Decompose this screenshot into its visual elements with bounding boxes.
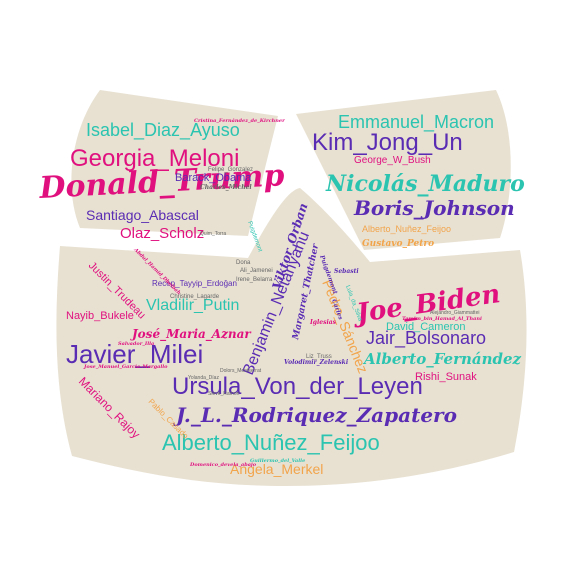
word-46: Guillermo_del_Valle	[250, 458, 305, 464]
shape-right-wing	[296, 90, 511, 250]
word-12: Nicolás_Maduro	[325, 171, 525, 197]
word-26: Rishi_Sunak	[415, 371, 477, 383]
word-52: Quim_Torra	[200, 231, 226, 237]
word-45: Sleve_Ramon	[208, 391, 240, 397]
word-23: Jair_Bolsonaro	[366, 328, 486, 349]
word-41: Salvador_Illa	[118, 341, 154, 347]
word-53: Sebasti	[334, 268, 359, 275]
word-28: Nayib_Bukele	[66, 310, 134, 322]
word-36: Volodimir_Zelenski	[284, 359, 349, 366]
word-39: Ali_Jamenei	[240, 268, 273, 274]
word-27: José_Maria_Aznar	[130, 327, 252, 342]
word-47: Domenico_devela_abajo	[189, 462, 257, 468]
word-2: Isabel_Diaz_Ayuso	[86, 120, 240, 141]
word-24: Alberto_Fernández	[362, 350, 522, 368]
word-5: Barack_Obama	[175, 172, 252, 184]
word-9: Emmanuel_Macron	[338, 112, 494, 133]
word-37: Christine_Lagarde	[170, 294, 220, 300]
shape-bottom	[56, 188, 527, 486]
word-25: David_Cameron	[386, 321, 465, 333]
word-4: Olaz_Scholz	[120, 225, 204, 242]
word-6: Felipe_Gonzalez	[208, 167, 253, 173]
word-1: Georgia_Meloni	[70, 145, 239, 172]
word-49: Alejandro_Giammattei	[430, 310, 479, 316]
word-7: Charles_Michel	[200, 184, 252, 191]
word-3: Santiago_Abascal	[86, 207, 199, 223]
word-14: Alberto_Nuñez_Feijoo	[362, 224, 451, 234]
word-21: Alberto_Nuñez_Feijoo	[162, 430, 380, 455]
word-51: Dona	[236, 260, 251, 266]
word-42: Jose_Manuel_Garcia-Margallo	[83, 364, 168, 370]
word-11: George_W_Bush	[354, 155, 431, 166]
word-38: Liz_Truss	[306, 354, 332, 360]
word-22: Angela_Merkel	[230, 461, 323, 477]
word-30: Recep_Tayyip_Erdoğan	[152, 279, 237, 288]
word-43: Dolors_Montserrat	[220, 368, 262, 374]
word-13: Boris_Johnson	[353, 196, 515, 220]
word-40: Irene_Belarra	[236, 277, 273, 283]
word-18: Javier_Milei	[66, 339, 203, 369]
word-10: Kim_Jong_Un	[312, 129, 463, 156]
word-48: Tamim_bin_Hamad_Al_Thani	[402, 316, 482, 322]
shape-background	[56, 90, 527, 486]
word-50: Iglesias	[309, 319, 337, 326]
word-44: Yolanda_Díaz	[188, 375, 219, 381]
word-20: J._L._Rodriquez_Zapatero	[172, 403, 457, 427]
word-17: Vladilir_Putin	[146, 297, 239, 314]
shape-left-wing	[71, 90, 279, 236]
word-15: Gustavo_Petro	[362, 239, 434, 249]
word-19: Ursula_Von_der_Leyen	[172, 373, 423, 400]
word-8: Cristina_Fernández_de_Kirchner	[194, 117, 285, 124]
